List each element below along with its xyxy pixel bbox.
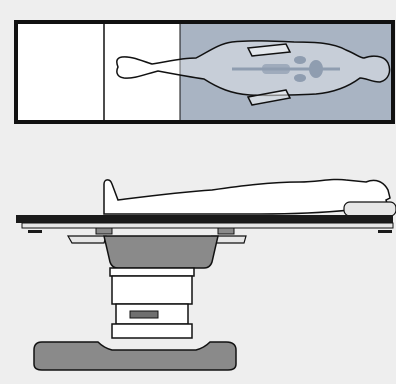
side-rail <box>21 222 394 229</box>
organ-lung-upper <box>294 56 306 64</box>
bracket-left <box>95 227 113 235</box>
head-pillow <box>343 201 396 217</box>
operating-table-side-view-icon <box>16 178 396 371</box>
column-control-panel <box>129 310 159 319</box>
column-upper <box>111 275 193 305</box>
rail-clamp-right <box>378 230 392 233</box>
support-arm-left <box>66 235 107 244</box>
table-base <box>33 341 237 371</box>
patient-body-side <box>103 178 391 215</box>
bracket-right <box>217 227 235 235</box>
rail-clamp-left <box>28 230 42 233</box>
column-base-collar <box>111 323 193 339</box>
patient-left-arm-top <box>246 43 292 57</box>
table-lift-head <box>103 235 219 269</box>
organ-lung-lower <box>294 74 306 82</box>
patient-right-arm-top <box>246 89 292 106</box>
table-top <box>16 215 393 223</box>
patient-top-view-icon <box>14 20 395 124</box>
column-collar <box>109 267 195 277</box>
organ-abdomen <box>262 64 290 74</box>
